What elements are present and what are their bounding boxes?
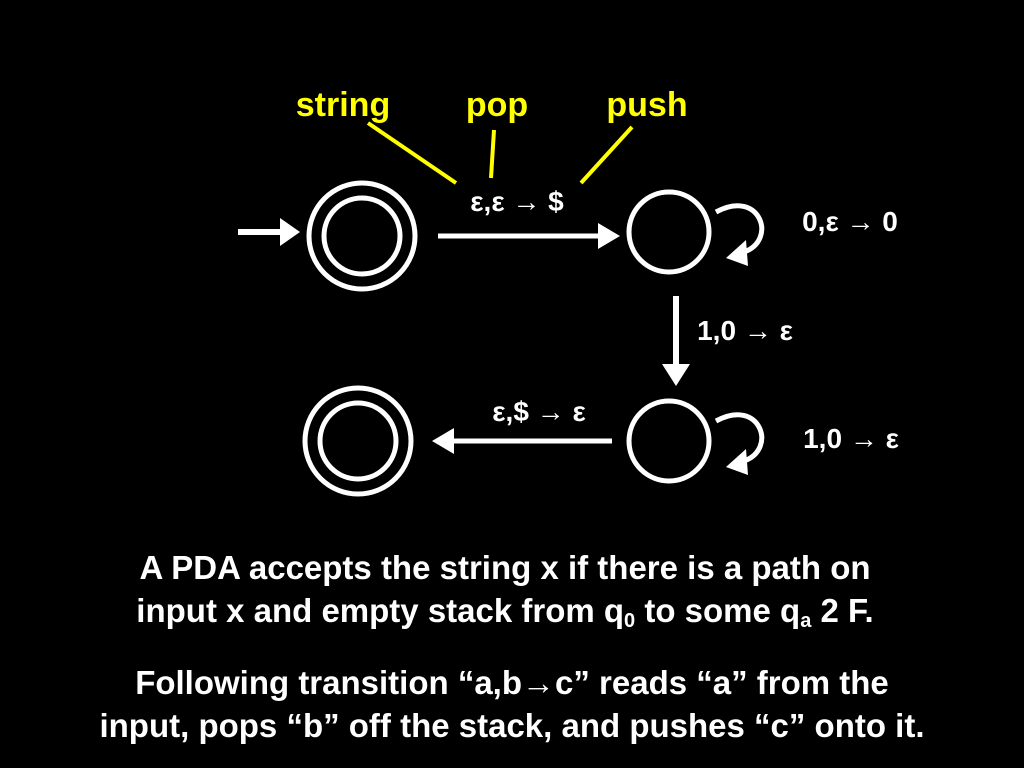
definition-line-2-part-a: input x and empty stack from q bbox=[136, 592, 625, 629]
initial-arrow bbox=[238, 218, 300, 246]
state-start bbox=[306, 180, 418, 292]
explanation-arrow: → bbox=[522, 664, 556, 701]
state-accept bbox=[302, 385, 414, 497]
pointer-line-push bbox=[579, 125, 634, 185]
annotation-pop: pop bbox=[466, 86, 528, 124]
state-s1 bbox=[626, 189, 712, 275]
loop-s1 bbox=[714, 203, 765, 266]
label-start-to-s1: ε,ε → $ bbox=[470, 186, 564, 217]
subscript-a: a bbox=[800, 610, 812, 632]
label-s1-loop: 0,ε → 0 bbox=[802, 206, 898, 237]
subscript-0: 0 bbox=[624, 610, 636, 632]
transition-explanation-paragraph: Following transition “a,b→c” reads “a” f… bbox=[0, 661, 1024, 747]
label-s1-to-s2: 1,0 → ε bbox=[697, 315, 793, 346]
arrow-s2-to-accept bbox=[432, 428, 612, 454]
state-s2 bbox=[626, 398, 712, 484]
loop-s2 bbox=[714, 412, 765, 475]
explanation-line-1: Following transition “a,b→c” reads “a” f… bbox=[0, 661, 1024, 704]
arrow-start-to-s1 bbox=[438, 223, 620, 249]
definition-line-1: A PDA accepts the string x if there is a… bbox=[139, 549, 871, 586]
explanation-line-1-part-a: Following transition “a,b bbox=[135, 664, 523, 701]
pointer-line-pop bbox=[489, 129, 496, 179]
definition-line-2-part-b: to some q bbox=[635, 592, 801, 629]
label-s2-loop: 1,0 → ε bbox=[803, 423, 899, 454]
definition-paragraph: A PDA accepts the string x if there is a… bbox=[0, 546, 1010, 632]
definition-line-2: input x and empty stack from q0 to some … bbox=[0, 589, 1010, 632]
annotation-string: string bbox=[296, 86, 390, 124]
label-s2-to-accept: ε,$ → ε bbox=[492, 396, 586, 427]
definition-line-2-part-c: 2 F. bbox=[811, 592, 874, 629]
pointer-line-string bbox=[366, 121, 458, 185]
annotation-push: push bbox=[606, 86, 687, 124]
explanation-line-2: input, pops “b” off the stack, and pushe… bbox=[99, 707, 925, 744]
arrow-s1-to-s2 bbox=[662, 296, 690, 386]
explanation-line-1-part-b: c” reads “a” from the bbox=[555, 664, 889, 701]
